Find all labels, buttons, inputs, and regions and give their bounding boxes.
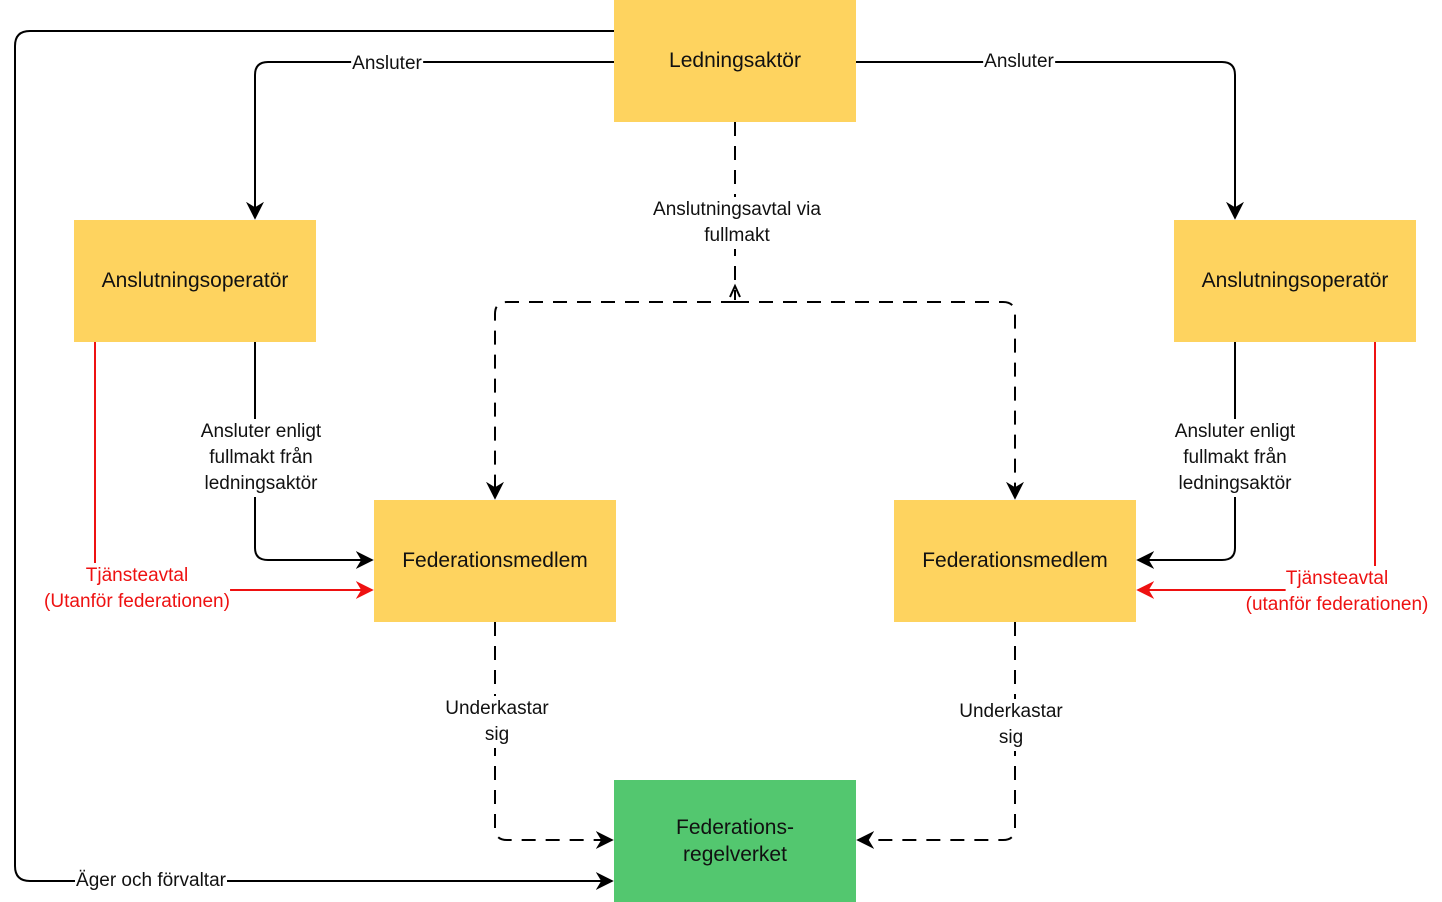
edge-ansluter-enligt-right bbox=[1136, 342, 1236, 569]
label-ansluter-right: Ansluter bbox=[983, 49, 1055, 75]
edge-anslutningsavtal-right bbox=[735, 301, 1024, 500]
label-line: Ansluter enligt bbox=[200, 421, 322, 442]
label-line: ledningsaktör bbox=[1178, 473, 1292, 494]
label-ansluter-enligt-right: Ansluter enligt fullmakt från ledningsak… bbox=[1173, 419, 1297, 497]
node-federationsmedlem-left-label: Federationsmedlem bbox=[402, 549, 588, 573]
node-federationsmedlem-left[interactable]: Federationsmedlem bbox=[374, 500, 616, 622]
node-anslutningsoperator-left[interactable]: Anslutningsoperatör bbox=[74, 220, 316, 342]
label-line: Tjänsteavtal bbox=[85, 563, 189, 589]
edge-ansluter-right bbox=[856, 61, 1244, 220]
edge-ansluter-left bbox=[246, 61, 614, 220]
label-line: Tjänsteavtal bbox=[1285, 566, 1389, 592]
label-line: fullmakt från bbox=[209, 447, 313, 468]
label-line: fullmakt från bbox=[1183, 447, 1287, 468]
node-regelverk-label-line2: regelverket bbox=[683, 843, 787, 866]
edge-underkastar-right bbox=[856, 622, 1016, 849]
label-line: sig bbox=[998, 727, 1024, 748]
label-anslutningsavtal: Anslutningsavtal via fullmakt bbox=[652, 197, 822, 249]
label-ansluter-enligt-left: Ansluter enligt fullmakt från ledningsak… bbox=[199, 419, 323, 497]
node-federationsmedlem-right-label: Federationsmedlem bbox=[922, 549, 1108, 573]
edge-anslutningsavtal-open-arrow bbox=[729, 283, 741, 298]
node-ledningsaktor-label: Ledningsaktör bbox=[669, 49, 801, 73]
label-anslutningsavtal-line2: fullmakt bbox=[704, 225, 770, 246]
label-line: ledningsaktör bbox=[204, 473, 318, 494]
label-ager-forvaltar: Äger och förvaltar bbox=[75, 868, 227, 894]
label-line: Underkastar bbox=[959, 701, 1063, 722]
label-line: Ansluter enligt bbox=[1174, 421, 1296, 442]
label-tjansteavtal-right: Tjänsteavtal (utanför federationen) bbox=[1245, 566, 1430, 618]
label-anslutningsavtal-line1: Anslutningsavtal via bbox=[653, 199, 821, 220]
node-federationsmedlem-right[interactable]: Federationsmedlem bbox=[894, 500, 1136, 622]
node-anslutningsoperator-right-label: Anslutningsoperatör bbox=[1201, 269, 1389, 293]
label-ansluter-left: Ansluter bbox=[351, 51, 423, 77]
node-ledningsaktor[interactable]: Ledningsaktör bbox=[614, 0, 856, 122]
node-anslutningsoperator-right[interactable]: Anslutningsoperatör bbox=[1174, 220, 1416, 342]
edge-ager-forvaltar bbox=[14, 30, 614, 890]
label-underkastar-right: Underkastar sig bbox=[958, 699, 1064, 751]
label-line: sig bbox=[484, 724, 510, 745]
label-line: (Utanför federationen) bbox=[44, 589, 230, 615]
label-underkastar-left: Underkastar sig bbox=[444, 696, 550, 748]
node-federationsregelverket[interactable]: Federations- regelverket bbox=[614, 780, 856, 902]
label-line: (utanför federationen) bbox=[1245, 592, 1429, 618]
label-tjansteavtal-left: Tjänsteavtal (Utanför federationen) bbox=[43, 563, 231, 615]
node-regelverk-label-line1: Federations- bbox=[676, 815, 794, 839]
label-line: Underkastar bbox=[445, 698, 549, 719]
edge-ansluter-enligt-left bbox=[254, 342, 374, 569]
edge-underkastar-left bbox=[494, 622, 614, 849]
edge-anslutningsavtal-left bbox=[486, 301, 735, 500]
node-anslutningsoperator-left-label: Anslutningsoperatör bbox=[101, 269, 289, 293]
